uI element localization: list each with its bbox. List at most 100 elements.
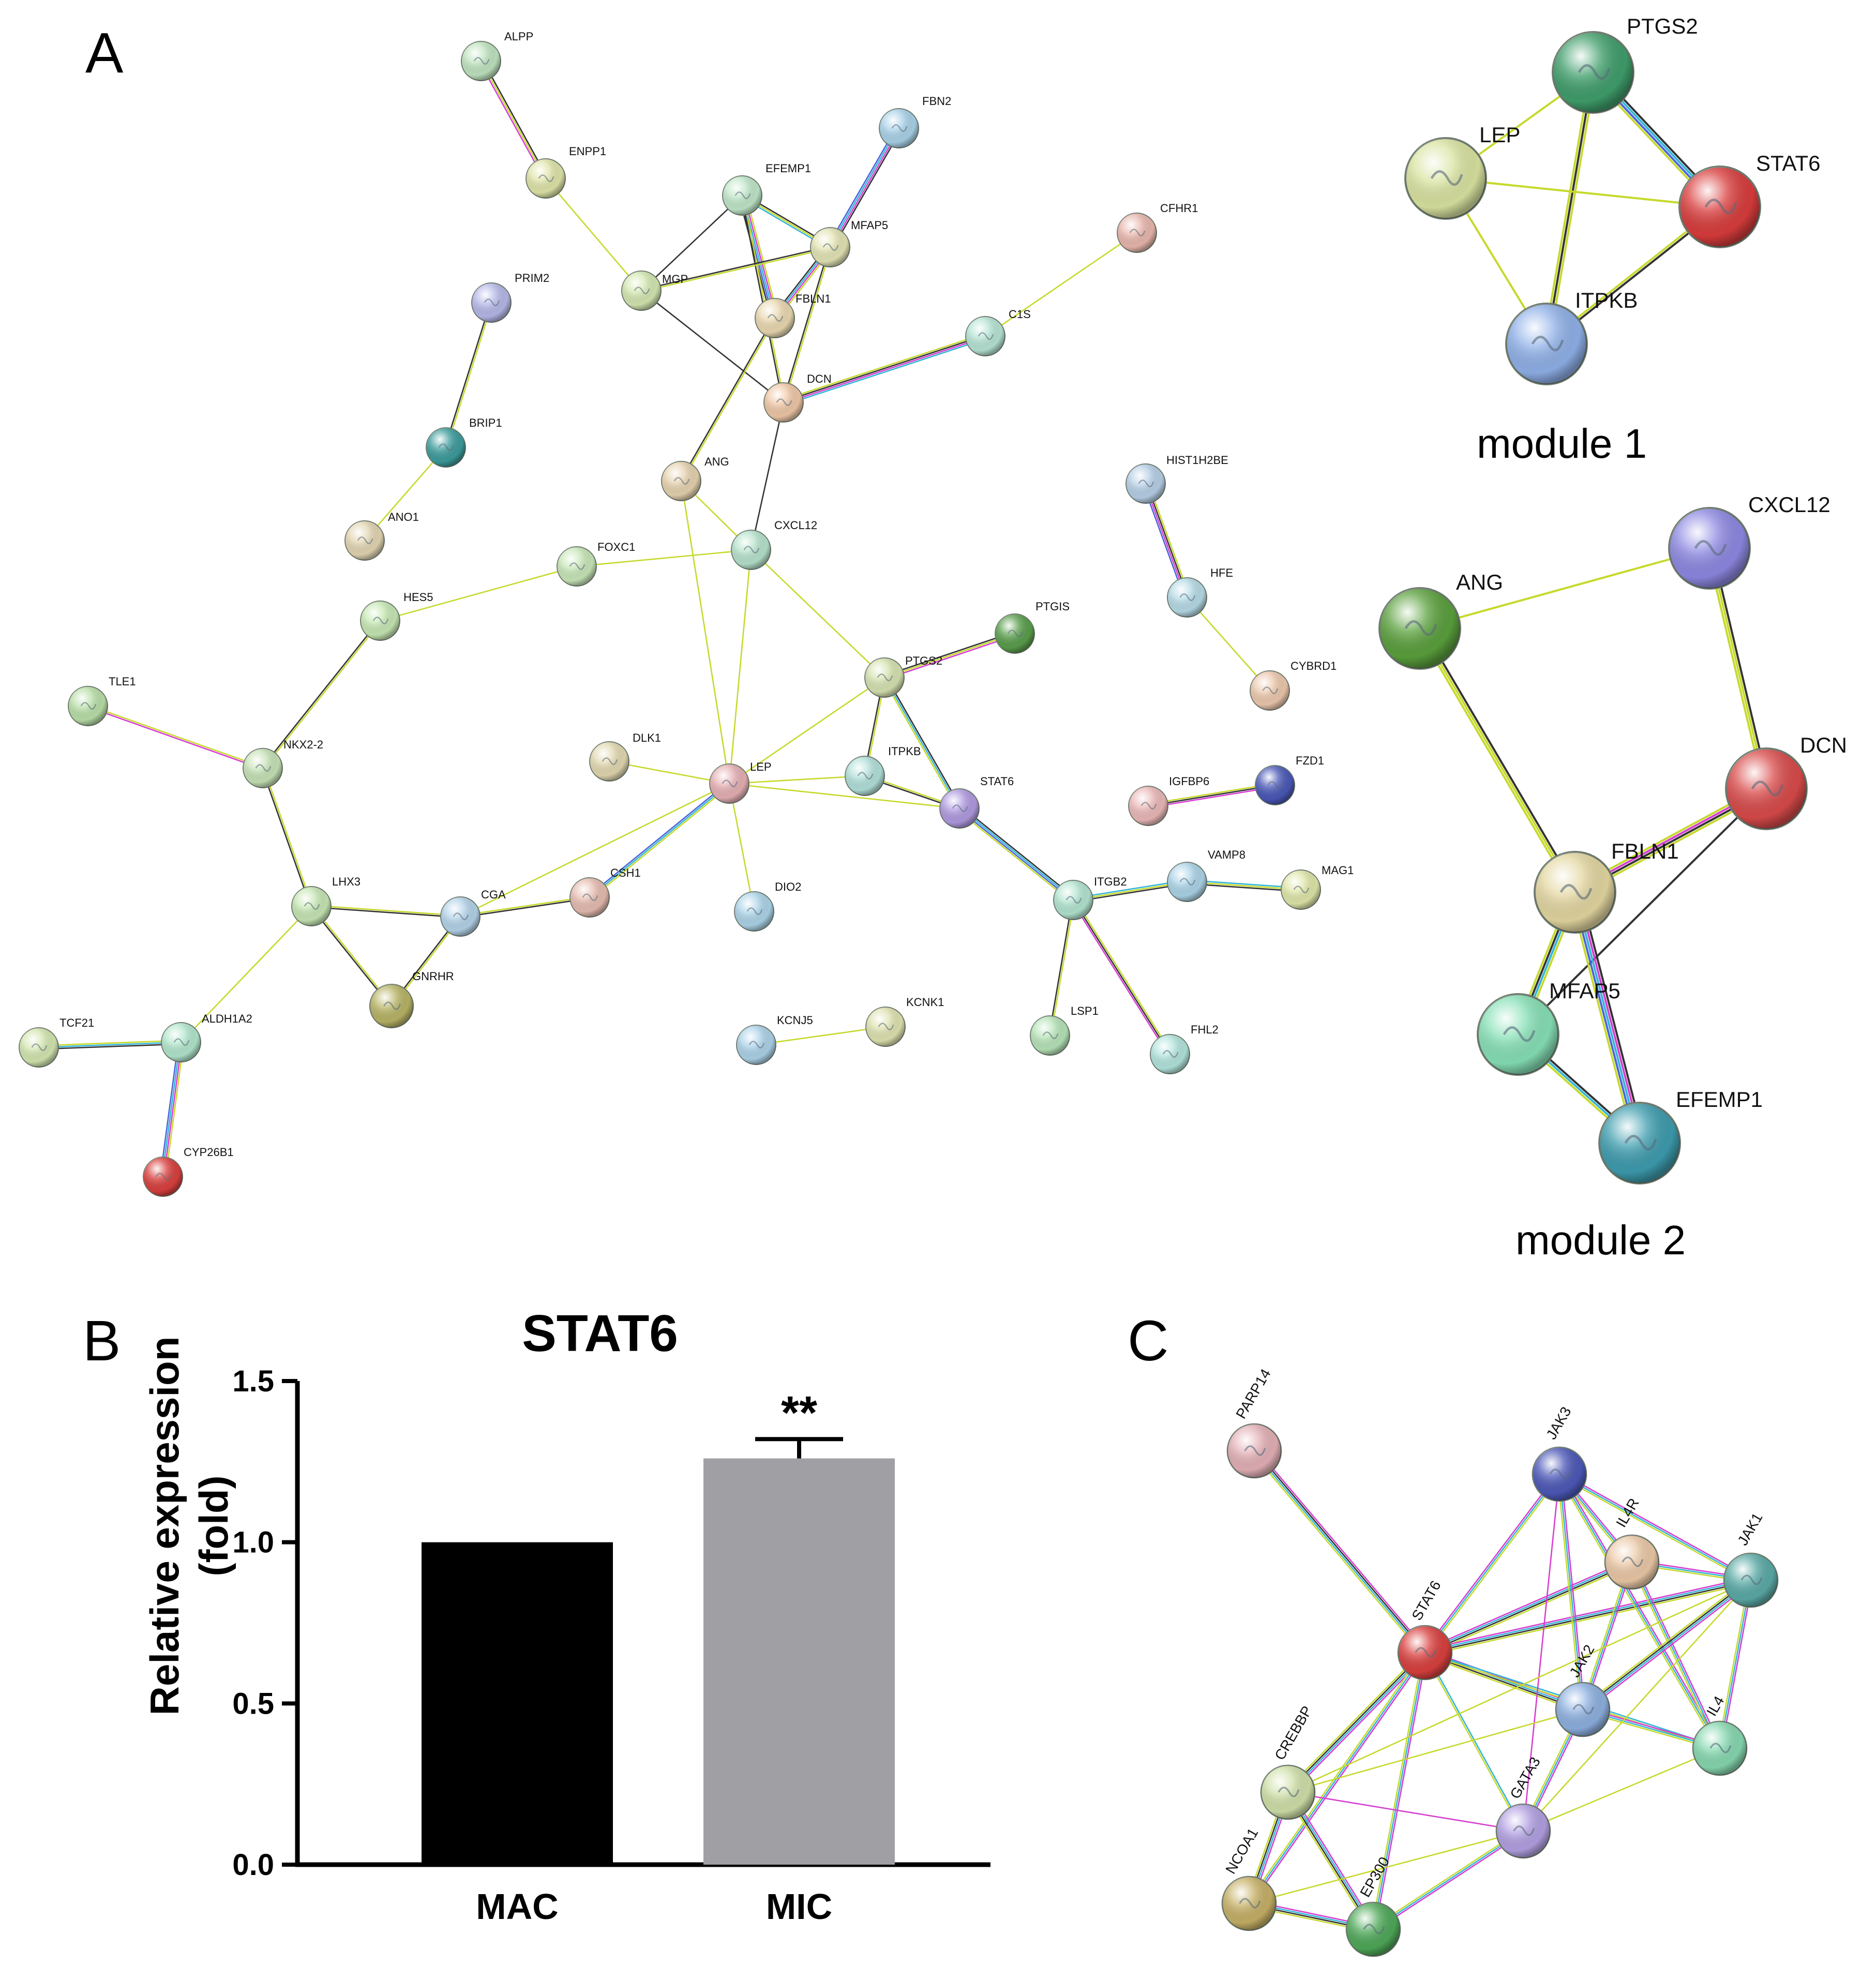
y-axis-title-line1: Relative expression <box>142 1337 187 1716</box>
edge-line <box>1424 1580 1752 1655</box>
edge-line <box>310 906 461 918</box>
node-shine <box>292 887 331 926</box>
network-a-node-mag1: MAG1 <box>1281 864 1354 910</box>
node-shine <box>472 283 511 322</box>
node-shine <box>1054 880 1093 920</box>
edge-kcnj5-kcnk1 <box>755 1026 887 1046</box>
module-2-node-cxcl12: CXCL12 <box>1668 492 1830 590</box>
node-label: ANG <box>704 455 729 468</box>
protein-structure-icon <box>1267 781 1284 789</box>
edge-line <box>1632 1561 1722 1748</box>
node-shine <box>68 686 108 726</box>
edge-line <box>958 808 1074 902</box>
protein-structure-icon <box>748 1041 765 1048</box>
edge-line <box>444 302 491 448</box>
edge-line <box>180 905 312 1043</box>
edge-line <box>883 633 1016 679</box>
edge-hist1h2be-hfe <box>1142 482 1191 599</box>
edge-stat6-ep300 <box>1371 1652 1428 1930</box>
node-shine <box>570 878 609 917</box>
edge-line <box>743 194 777 319</box>
node-shine <box>1379 588 1460 669</box>
chart-title: STAT6 <box>522 1304 678 1362</box>
edge-line <box>745 193 779 318</box>
protein-structure-icon <box>453 912 469 920</box>
node-shine <box>1398 1626 1452 1679</box>
edge-line <box>1558 1473 1752 1581</box>
node-label: LEP <box>750 760 772 773</box>
network-a: ALPPENPP1FBN2EFEMP1MFAP5CFHR1MGPFBLN1C1S… <box>19 30 1354 1197</box>
protein-structure-icon <box>1262 686 1279 694</box>
protein-structure-icon <box>1694 540 1727 556</box>
node-label: MFAP5 <box>1549 979 1620 1003</box>
network-a-node-efemp1: EFEMP1 <box>722 162 811 216</box>
network-a-node-fbln1: FBLN1 <box>755 292 831 338</box>
y-tick-label: 0.5 <box>232 1687 274 1720</box>
node-shine <box>1533 1447 1586 1501</box>
bar-mac <box>422 1542 613 1865</box>
edge-line <box>1545 71 1594 345</box>
edge-line <box>832 129 902 249</box>
node-shine <box>1605 1535 1659 1589</box>
protein-structure-icon <box>634 287 650 294</box>
node-label: KCNJ5 <box>777 1014 813 1027</box>
node-label: CFHR1 <box>1160 202 1198 215</box>
protein-structure-icon <box>1007 629 1024 637</box>
edge-line <box>680 480 730 785</box>
node-shine <box>1346 1902 1400 1956</box>
edge-line <box>1423 1652 1523 1833</box>
edge-line <box>87 704 264 768</box>
edge-ang-fbln1 <box>1416 626 1579 895</box>
edge-line <box>1423 1558 1632 1651</box>
edge-line <box>589 783 730 898</box>
protein-structure-icon <box>1138 479 1154 487</box>
edge-line <box>1287 1708 1584 1793</box>
network-a-node-mfap5: MFAP5 <box>810 219 888 267</box>
module-1-node-lep: LEP <box>1404 123 1520 220</box>
node-label: FOXC1 <box>597 541 635 553</box>
node-shine <box>441 897 480 936</box>
edge-line <box>885 676 962 808</box>
edge-ptgs2-stat6 <box>882 676 962 810</box>
node-label: KCNK1 <box>906 996 944 1009</box>
protein-structure-icon <box>1042 1031 1059 1039</box>
edge-line <box>984 232 1138 337</box>
network-a-node-itpkb: ITPKB <box>845 745 921 796</box>
node-shine <box>845 756 884 796</box>
edge-line <box>1558 1473 1584 1711</box>
edge-line <box>957 809 1073 903</box>
edge-line <box>640 194 743 292</box>
node-label: GATA3 <box>1507 1754 1543 1802</box>
node-shine <box>243 748 282 788</box>
edge-line <box>1424 1473 1560 1654</box>
edge-stat6-itgb2 <box>957 805 1076 903</box>
edge-line <box>588 782 729 897</box>
protein-structure-icon <box>734 191 751 199</box>
network-a-node-ano1: ANO1 <box>344 511 419 561</box>
node-shine <box>940 789 979 828</box>
protein-structure-icon <box>1129 229 1146 236</box>
edge-line <box>883 677 960 809</box>
node-shine <box>1129 786 1168 826</box>
module-2-edges <box>1416 546 1770 1146</box>
edge-parp14-stat6 <box>1251 1448 1428 1655</box>
protein-structure-icon <box>891 124 908 132</box>
node-shine <box>161 1023 201 1062</box>
node-label: LEP <box>1479 123 1520 147</box>
edge-line <box>1559 1472 1753 1580</box>
node-shine <box>1405 138 1486 219</box>
edge-line <box>882 678 959 810</box>
edge-dcn-cxcl12 <box>750 401 785 551</box>
edge-line <box>1144 483 1187 598</box>
y-axis-title-line2: (fold) <box>191 1476 236 1577</box>
edge-prim2-brip1 <box>444 302 493 448</box>
edge-ptgs2-itpkb <box>1543 71 1597 346</box>
node-label: HES5 <box>403 591 433 604</box>
node-shine <box>143 1157 183 1196</box>
edge-line <box>1373 1832 1525 1932</box>
edge-line <box>641 247 831 292</box>
edge-line <box>742 194 785 403</box>
network-a-node-mgp: MGP <box>621 271 688 311</box>
module-2-node-dcn: DCN <box>1725 733 1847 830</box>
node-label: GNRHR <box>412 970 454 983</box>
